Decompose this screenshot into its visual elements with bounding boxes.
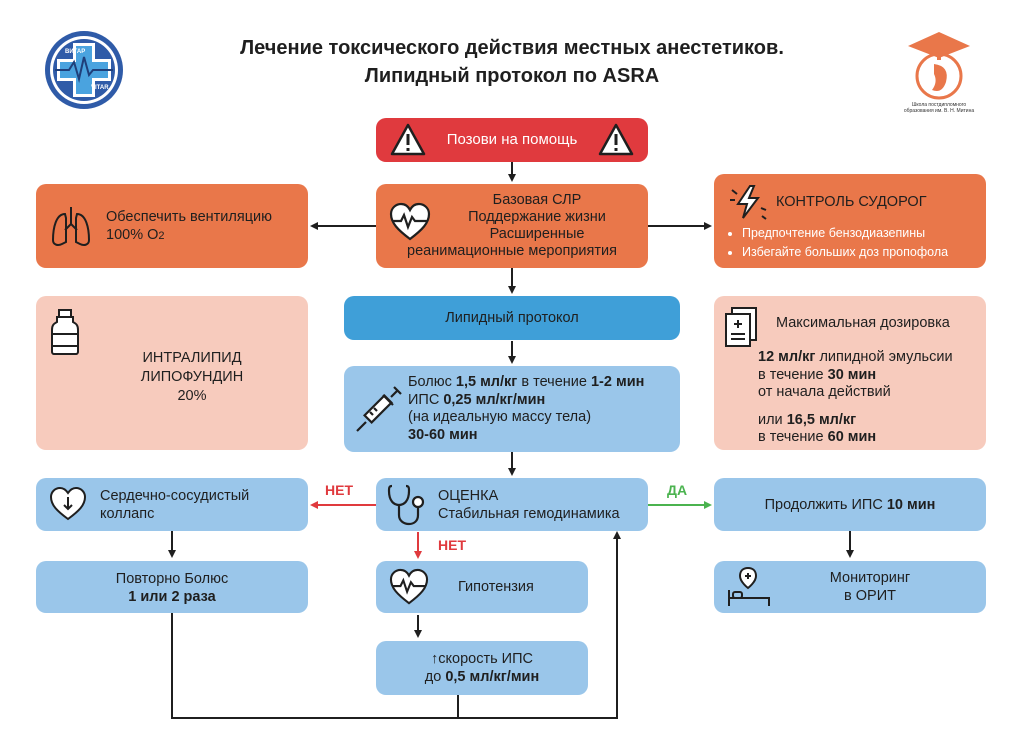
bottle-icon xyxy=(51,309,79,355)
heart-down-icon xyxy=(49,486,87,521)
collapse-line-2: коллапс xyxy=(100,506,155,522)
ventilation-line-1: Обеспечить вентиляцию xyxy=(106,209,272,225)
seizure-control-box: КОНТРОЛЬ СУДОРОГ Предпочтение бензодиазе… xyxy=(714,174,986,268)
stethoscope-icon xyxy=(387,484,425,526)
monitoring-line-1: Мониторинг xyxy=(829,570,911,586)
repeat-bolus-line-1: Повторно Болюс xyxy=(115,571,229,587)
cpr-box: Базовая СЛР Поддержание жизни Расширенны… xyxy=(376,184,648,268)
collapse-line-1: Сердечно-сосудистый xyxy=(100,488,250,504)
collapse-box: Сердечно-сосудистый коллапс xyxy=(36,478,308,531)
seizure-bullet-2: Избегайте больших доз пропофола xyxy=(742,243,948,262)
ventilation-line-2: 100% O2 xyxy=(106,227,165,243)
hospital-bed-icon xyxy=(728,566,770,606)
max-dose-line-3: от начала действий xyxy=(758,384,891,400)
assess-box: ОЦЕНКА Стабильная гемодинамика xyxy=(376,478,648,531)
loop-back-line xyxy=(171,531,621,719)
hypotension-label: Гипотензия xyxy=(458,579,534,595)
heart-pulse-icon xyxy=(389,568,429,605)
repeat-bolus-line-2: 1 или 2 раза xyxy=(128,589,216,605)
bolus-box: Болюс 1,5 мл/кг в течение 1-2 мин ИПС 0,… xyxy=(344,366,680,452)
title-line-2: Липидный протокол по ASRA xyxy=(364,65,660,87)
warning-icon xyxy=(390,123,426,156)
cpr-line-3: Расширенные xyxy=(489,226,585,242)
heart-pulse-icon xyxy=(389,202,431,241)
no-label-down: НЕТ xyxy=(438,537,466,553)
assess-subtitle: Стабильная гемодинамика xyxy=(438,506,620,522)
ventilation-box: Обеспечить вентиляцию 100% O2 xyxy=(36,184,308,268)
bolus-line-3: (на идеальную массу тела) xyxy=(408,409,592,425)
max-dose-line-1: 12 мл/кг липидной эмульсии xyxy=(758,349,953,365)
vitar-logo-bottom-text: VITAR xyxy=(91,85,109,91)
lipid-protocol-box: Липидный протокол xyxy=(344,296,680,340)
speed-increase-box: ↑скорость ИПС до 0,5 мл/кг/мин xyxy=(376,641,588,695)
bolus-line-2: ИПС 0,25 мл/кг/мин xyxy=(408,391,546,408)
monitoring-box: Мониторинг в ОРИТ xyxy=(714,561,986,613)
speed-line-2: до 0,5 мл/кг/мин xyxy=(424,669,540,685)
warning-icon xyxy=(598,123,634,156)
lipid-protocol-label: Липидный протокол xyxy=(445,310,579,326)
yes-label-right: ДА xyxy=(667,482,688,498)
max-dose-line-2: в течение 30 мин xyxy=(758,366,877,383)
seizure-bullet-1: Предпочтение бензодиазепины xyxy=(742,224,948,243)
school-logo-text: Школа постдипломного образования им. В. … xyxy=(903,102,975,114)
drugs-box: ИНТРАЛИПИД ЛИПОФУНДИН 20% xyxy=(36,296,308,450)
title-line-1: Лечение токсического действия местных ан… xyxy=(240,37,784,59)
lightning-icon xyxy=(730,185,767,220)
drug-intralipid: ИНТРАЛИПИД xyxy=(142,350,242,366)
max-dose-title: Максимальная дозировка xyxy=(776,315,950,331)
drug-concentration: 20% xyxy=(177,388,207,404)
lungs-icon xyxy=(51,207,91,246)
max-dose-line-5: в течение 60 мин xyxy=(758,429,877,445)
syringe-icon xyxy=(356,386,402,432)
bolus-line-4: 30-60 мин xyxy=(408,426,478,443)
call-help-box: Позови на помощь xyxy=(376,118,648,162)
continue-infusion-label: Продолжить ИПС 10 мин xyxy=(764,496,936,513)
cpr-line-1: Базовая СЛР xyxy=(492,192,582,208)
continue-infusion-box: Продолжить ИПС 10 мин xyxy=(714,478,986,531)
speed-line-1: ↑скорость ИПС xyxy=(431,651,533,667)
assess-title: ОЦЕНКА xyxy=(438,488,499,504)
seizure-title: КОНТРОЛЬ СУДОРОГ xyxy=(776,194,927,210)
documents-icon xyxy=(725,307,757,347)
max-dose-line-4: или 16,5 мл/кг xyxy=(758,411,857,428)
monitoring-line-2: в ОРИТ xyxy=(844,588,896,604)
vitar-logo-top-text: ВИТАР xyxy=(65,49,86,55)
max-dose-box: Максимальная дозировка 12 мл/кг липидной… xyxy=(714,296,986,450)
call-help-label: Позови на помощь xyxy=(446,131,578,148)
no-label-left: НЕТ xyxy=(325,482,353,498)
vitar-logo: ВИТАР VITAR xyxy=(43,29,125,111)
cpr-line-4: реанимационные мероприятия xyxy=(407,243,617,259)
hypotension-box: Гипотензия xyxy=(376,561,588,613)
repeat-bolus-box: Повторно Болюс 1 или 2 раза xyxy=(36,561,308,613)
page-title: Лечение токсического действия местных ан… xyxy=(150,34,874,90)
drug-lipofundin: ЛИПОФУНДИН xyxy=(140,369,244,385)
bolus-line-1: Болюс 1,5 мл/кг в течение 1-2 мин xyxy=(408,374,645,390)
cpr-line-2: Поддержание жизни xyxy=(468,209,606,225)
school-logo: Школа постдипломного образования им. В. … xyxy=(898,24,980,124)
